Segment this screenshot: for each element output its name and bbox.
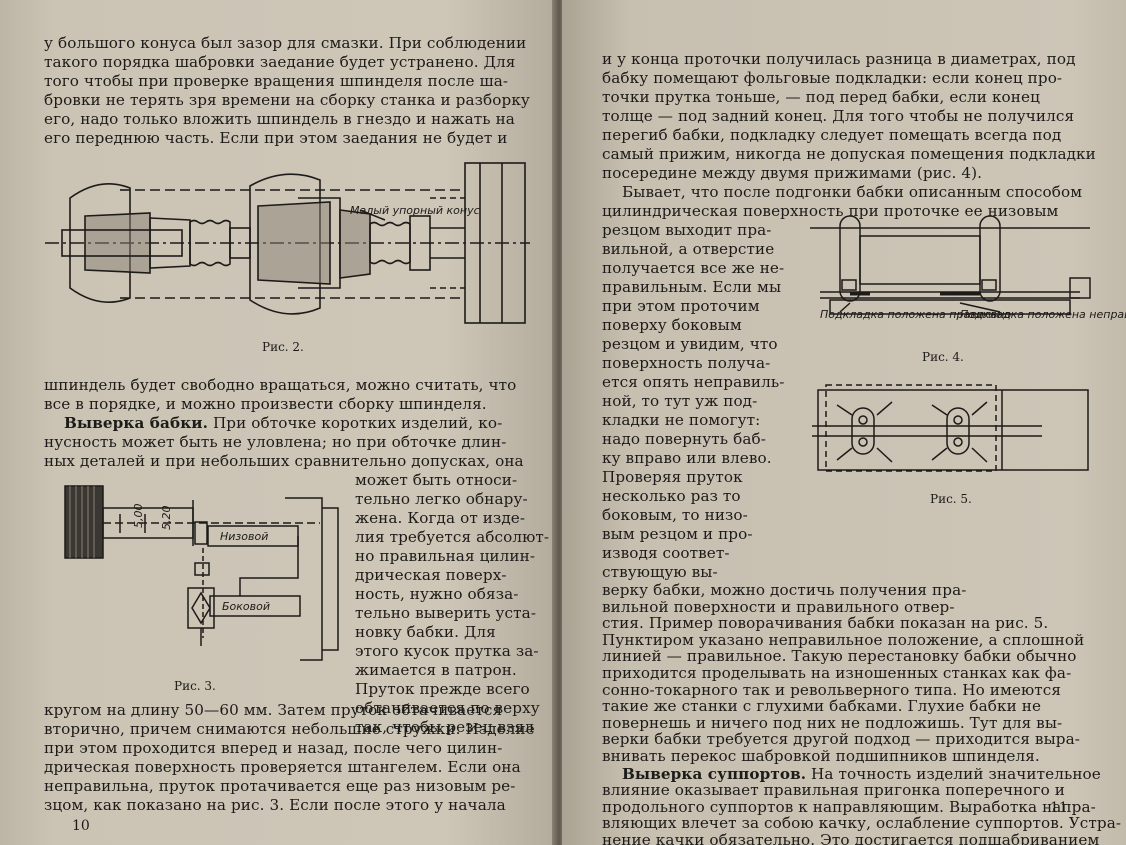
text-line: жимается в патрон. (355, 661, 517, 679)
figure-5-headstock (812, 384, 1089, 472)
text-line: вляющих влечет за собою качку, ослаблени… (602, 814, 1122, 833)
section-heading-line: Выверка суппортов. На точность изделий з… (622, 765, 1101, 784)
text-line: нусность может быть не уловлена; но при … (44, 433, 507, 451)
text-line: жена. Когда от изде- (355, 509, 526, 527)
text-line: но правильная цилин- (355, 547, 536, 565)
text-line: нение качки обязательно. Это достигается… (602, 831, 1100, 845)
text-line: точки прутка тоньше, — под перед бабки, … (602, 88, 1040, 106)
text-line: сонно-токарного так и револьверного типа… (602, 680, 1062, 699)
cutter-label-side: Боковой (222, 600, 270, 613)
figure-3-caption: Рис. 3. (174, 679, 216, 693)
text-line: того чтобы при проверке вращения шпиндел… (44, 72, 509, 90)
text-line: у большого конуса был зазор для смазки. … (44, 34, 527, 52)
text-line: лия требуется абсолют- (355, 528, 550, 546)
text-line: зцом, как показано на рис. 3. Если после… (44, 796, 506, 814)
text-line: приходится проделывать на изношенных ста… (602, 664, 1072, 682)
section-heading: Выверка бабки. (64, 414, 209, 432)
text-line: дрическая поверх- (355, 566, 507, 584)
text-line: новку бабки. Для (355, 623, 496, 641)
page-number-left: 10 (72, 818, 90, 834)
text-line: изводя соответ- (602, 544, 730, 562)
text-line: поверху боковым (602, 316, 742, 334)
text-line: вым резцом и про- (602, 525, 753, 543)
text-line: Бывает, что после подгонки бабки описанн… (622, 183, 1083, 201)
text-line: все в порядке, и можно произвести сборку… (44, 395, 487, 413)
figure-2-spindle: Малый упорный конус (45, 162, 530, 324)
shim-label-correct: Подкладка положена правильно (820, 308, 1012, 321)
text-line: ных деталей и при небольших сравнительно… (44, 452, 524, 470)
text-line: ной, то тут уж под- (602, 392, 758, 410)
text-line: резцом выходит пра- (602, 221, 772, 239)
text-span: На точность изделий значительное (806, 764, 1101, 783)
text-span: При обточке коротких изделий, ко- (208, 414, 503, 432)
figure-4-shims: Подкладка положена правильно Подкладка п… (810, 215, 1126, 321)
text-line: толще — под задний конец. Для того чтобы… (602, 107, 1075, 125)
figure-3-cutters: 5,00 5,20 Низовой Боковой (64, 485, 339, 661)
text-line: правильным. Если мы (602, 278, 782, 296)
text-line: при этом проходится вперед и назад, посл… (44, 739, 503, 757)
text-line: обтачивается по верху (355, 699, 540, 717)
text-line: кругом на длину 50—60 мм. Затем пруток о… (44, 701, 503, 719)
figure-2-label: Малый упорный конус (350, 204, 480, 217)
text-line: внивать перекос шабровкой подшипников шп… (602, 747, 1040, 765)
text-line: бровки не терять зря времени на сборку с… (44, 91, 530, 109)
text-line: несколько раз то (602, 487, 741, 505)
figure-5-caption: Рис. 5. (930, 492, 972, 506)
text-line: этого кусок прутка за- (355, 642, 539, 660)
text-line: влияние оказывает правильная пригонка по… (602, 781, 1066, 800)
text-line: верки бабки требуется другой подход — пр… (602, 730, 1080, 749)
text-line: цилиндрическая поверхность при проточке … (602, 202, 1059, 220)
text-line: ствующую вы- (602, 563, 718, 581)
text-line: ется опять неправиль- (602, 373, 785, 391)
dimension-2: 5,20 (160, 506, 173, 531)
text-line: бабку помещают фольговые подкладки: если… (602, 69, 1063, 87)
text-line: его переднюю часть. Если при этом заедан… (44, 129, 508, 147)
text-line: Пруток прежде всего (355, 680, 530, 698)
text-line: поверхность получа- (602, 354, 771, 372)
text-line: ку вправо или влево. (602, 449, 772, 467)
shim-label-incorrect: Подкладка положена неправильно (960, 308, 1126, 321)
text-line: тельно легко обнару- (355, 490, 528, 508)
text-line: кладки не помогут: (602, 411, 761, 429)
text-line: так, чтобы резец взял (355, 718, 534, 736)
text-line: дрическая поверхность проверяется штанге… (44, 758, 521, 776)
text-line: Пунктиром указано неправильное положение… (602, 630, 1085, 649)
figure-4-caption: Рис. 4. (922, 350, 964, 364)
text-line: перегиб бабки, подкладку следует помещат… (602, 126, 1062, 144)
text-line: самый прижим, никогда не допуская помеще… (602, 145, 1096, 163)
text-line: стия. Пример поворачивания бабки показан… (602, 614, 1049, 633)
dimension-1: 5,00 (132, 504, 145, 529)
text-line: вильной поверхности и правильного отвер- (602, 597, 955, 616)
text-line: резцом и увидим, что (602, 335, 778, 353)
cutter-label-bottom: Низовой (220, 530, 268, 543)
text-line: ность, нужно обяза- (355, 585, 519, 603)
section-heading: Выверка суппортов. (622, 764, 807, 783)
text-line: при этом проточим (602, 297, 760, 315)
text-line: получается все же не- (602, 259, 785, 277)
text-line: посередине между двумя прижимами (рис. 4… (602, 164, 983, 182)
text-line: вильной, а отверстие (602, 240, 775, 258)
text-line: вторично, причем снимаются небольшие стр… (44, 720, 535, 738)
text-line: его, надо только вложить шпиндель в гнез… (44, 110, 515, 128)
text-line: продольного суппортов к направляющим. Вы… (602, 797, 1096, 816)
text-line: надо повернуть баб- (602, 430, 766, 448)
text-line: может быть относи- (355, 471, 518, 489)
left-page: у большого конуса был зазор для смазки. … (0, 0, 556, 845)
figure-2-caption: Рис. 2. (262, 340, 304, 354)
text-line: такие же станки с глухими бабками. Глухи… (602, 697, 1042, 716)
page-number-right: 11 (1050, 800, 1068, 816)
text-line: линией — правильное. Такую перестановку … (602, 647, 1077, 666)
right-page: и у конца проточки получилась разница в … (562, 0, 1126, 845)
text-line: шпиндель будет свободно вращаться, можно… (44, 376, 517, 394)
text-line: Проверяя пруток (602, 468, 743, 486)
section-heading-line: Выверка бабки. При обточке коротких изде… (64, 414, 502, 433)
text-line: неправильна, пруток протачивается еще ра… (44, 777, 516, 795)
text-line: и у конца проточки получилась разница в … (602, 50, 1076, 68)
text-line: повернешь и ничего под них не подложишь.… (602, 713, 1063, 732)
text-line: боковым, то низо- (602, 506, 748, 524)
text-line: такого порядка шабровки заедание будет у… (44, 53, 516, 71)
text-line: тельно выверить уста- (355, 604, 537, 622)
text-line: верку бабки, можно достичь получения пра… (602, 581, 967, 599)
